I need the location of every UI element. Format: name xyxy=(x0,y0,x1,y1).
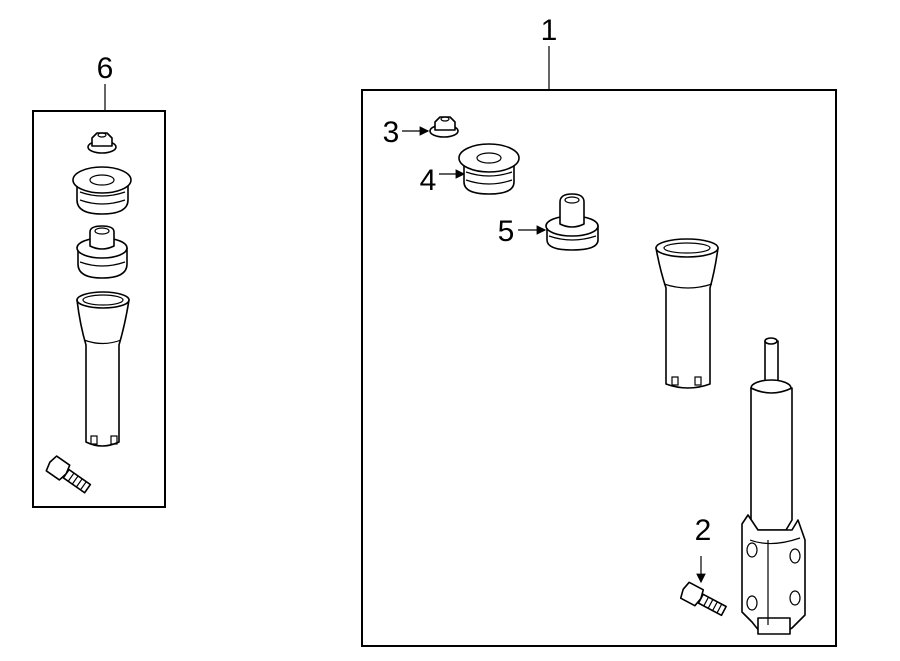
kit-group-6: 6 xyxy=(32,52,166,508)
strut-upper-mount-icon[interactable] xyxy=(458,143,520,195)
strut-box xyxy=(361,89,837,647)
callout-2[interactable]: 2 xyxy=(695,514,712,547)
kit-dust-boot-icon[interactable] xyxy=(76,291,130,447)
callout-3[interactable]: 3 xyxy=(383,116,400,149)
kit-box xyxy=(32,110,166,508)
callout-6[interactable]: 6 xyxy=(97,52,114,85)
strut-group-1: 1 3 4 5 xyxy=(361,14,837,647)
strut-assembly-icon[interactable] xyxy=(741,337,806,635)
strut-dust-boot-icon[interactable] xyxy=(655,238,719,389)
strut-nut-icon[interactable] xyxy=(429,116,459,138)
kit-bolt-icon[interactable] xyxy=(45,455,93,496)
callout-5[interactable]: 5 xyxy=(498,215,515,248)
callout-4[interactable]: 4 xyxy=(420,164,437,197)
callout-1[interactable]: 1 xyxy=(541,14,558,47)
strut-bumper-icon[interactable] xyxy=(545,193,599,251)
kit-nut-icon[interactable] xyxy=(87,132,117,154)
strut-bolt-icon[interactable] xyxy=(679,581,728,618)
kit-upper-mount-icon[interactable] xyxy=(72,166,132,215)
kit-bumper-icon[interactable] xyxy=(76,225,128,279)
